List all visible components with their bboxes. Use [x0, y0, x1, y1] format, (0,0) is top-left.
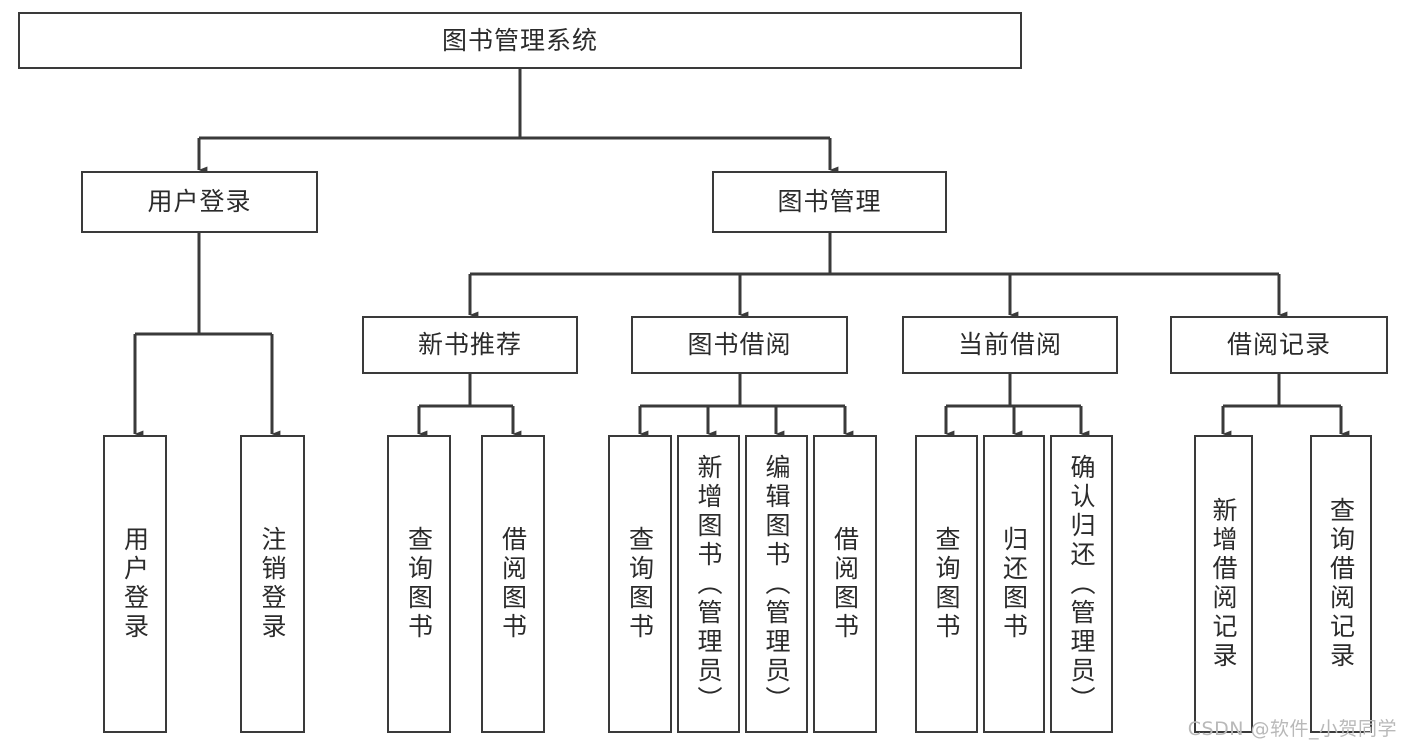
node-label: 新书推荐 — [417, 330, 522, 360]
leaf-node-5[interactable]: 新增图书（管理员） — [677, 435, 740, 733]
level3-node-3[interactable]: 借阅记录 — [1170, 316, 1388, 374]
node-label: 新增借阅记录 — [1209, 497, 1238, 671]
node-label: 借阅记录 — [1226, 330, 1331, 360]
leaf-node-6[interactable]: 编辑图书（管理员） — [745, 435, 808, 733]
node-label: 查询图书 — [625, 526, 655, 642]
node-label: 借阅图书 — [498, 526, 528, 642]
level3-node-1[interactable]: 图书借阅 — [631, 316, 848, 374]
leaf-node-12[interactable]: 查询借阅记录 — [1310, 435, 1372, 733]
level2-node-1[interactable]: 图书管理 — [712, 171, 947, 233]
csdn-watermark: CSDN @软件_小贺同学 — [1187, 718, 1397, 740]
root-node-0[interactable]: 图书管理系统 — [18, 12, 1022, 69]
level2-node-0[interactable]: 用户登录 — [81, 171, 318, 233]
node-label: 注销登录 — [258, 526, 287, 642]
node-label: 图书管理系统 — [441, 25, 598, 55]
node-label: 查询图书 — [932, 526, 961, 642]
node-label: 查询借阅记录 — [1326, 497, 1356, 671]
leaf-node-11[interactable]: 新增借阅记录 — [1194, 435, 1253, 733]
leaf-node-10[interactable]: 确认归还（管理员） — [1050, 435, 1113, 733]
leaf-node-4[interactable]: 查询图书 — [608, 435, 672, 733]
node-label: 查询图书 — [404, 526, 434, 642]
node-label: 图书管理 — [777, 187, 882, 217]
leaf-node-0[interactable]: 用户登录 — [103, 435, 167, 733]
node-label: 当前借阅 — [957, 330, 1062, 360]
node-label: 编辑图书（管理员） — [762, 453, 791, 715]
level3-node-2[interactable]: 当前借阅 — [902, 316, 1118, 374]
leaf-node-8[interactable]: 查询图书 — [915, 435, 978, 733]
node-label: 用户登录 — [147, 187, 252, 217]
leaf-node-9[interactable]: 归还图书 — [983, 435, 1045, 733]
node-label: 用户登录 — [120, 526, 150, 642]
node-label: 借阅图书 — [830, 526, 860, 642]
node-label: 确认归还（管理员） — [1067, 453, 1096, 715]
node-label: 归还图书 — [999, 526, 1029, 642]
leaf-node-3[interactable]: 借阅图书 — [481, 435, 545, 733]
node-label: 新增图书（管理员） — [694, 453, 723, 715]
node-label: 图书借阅 — [687, 330, 792, 360]
leaf-node-1[interactable]: 注销登录 — [240, 435, 305, 733]
level3-node-0[interactable]: 新书推荐 — [362, 316, 578, 374]
leaf-node-7[interactable]: 借阅图书 — [813, 435, 877, 733]
leaf-node-2[interactable]: 查询图书 — [387, 435, 451, 733]
